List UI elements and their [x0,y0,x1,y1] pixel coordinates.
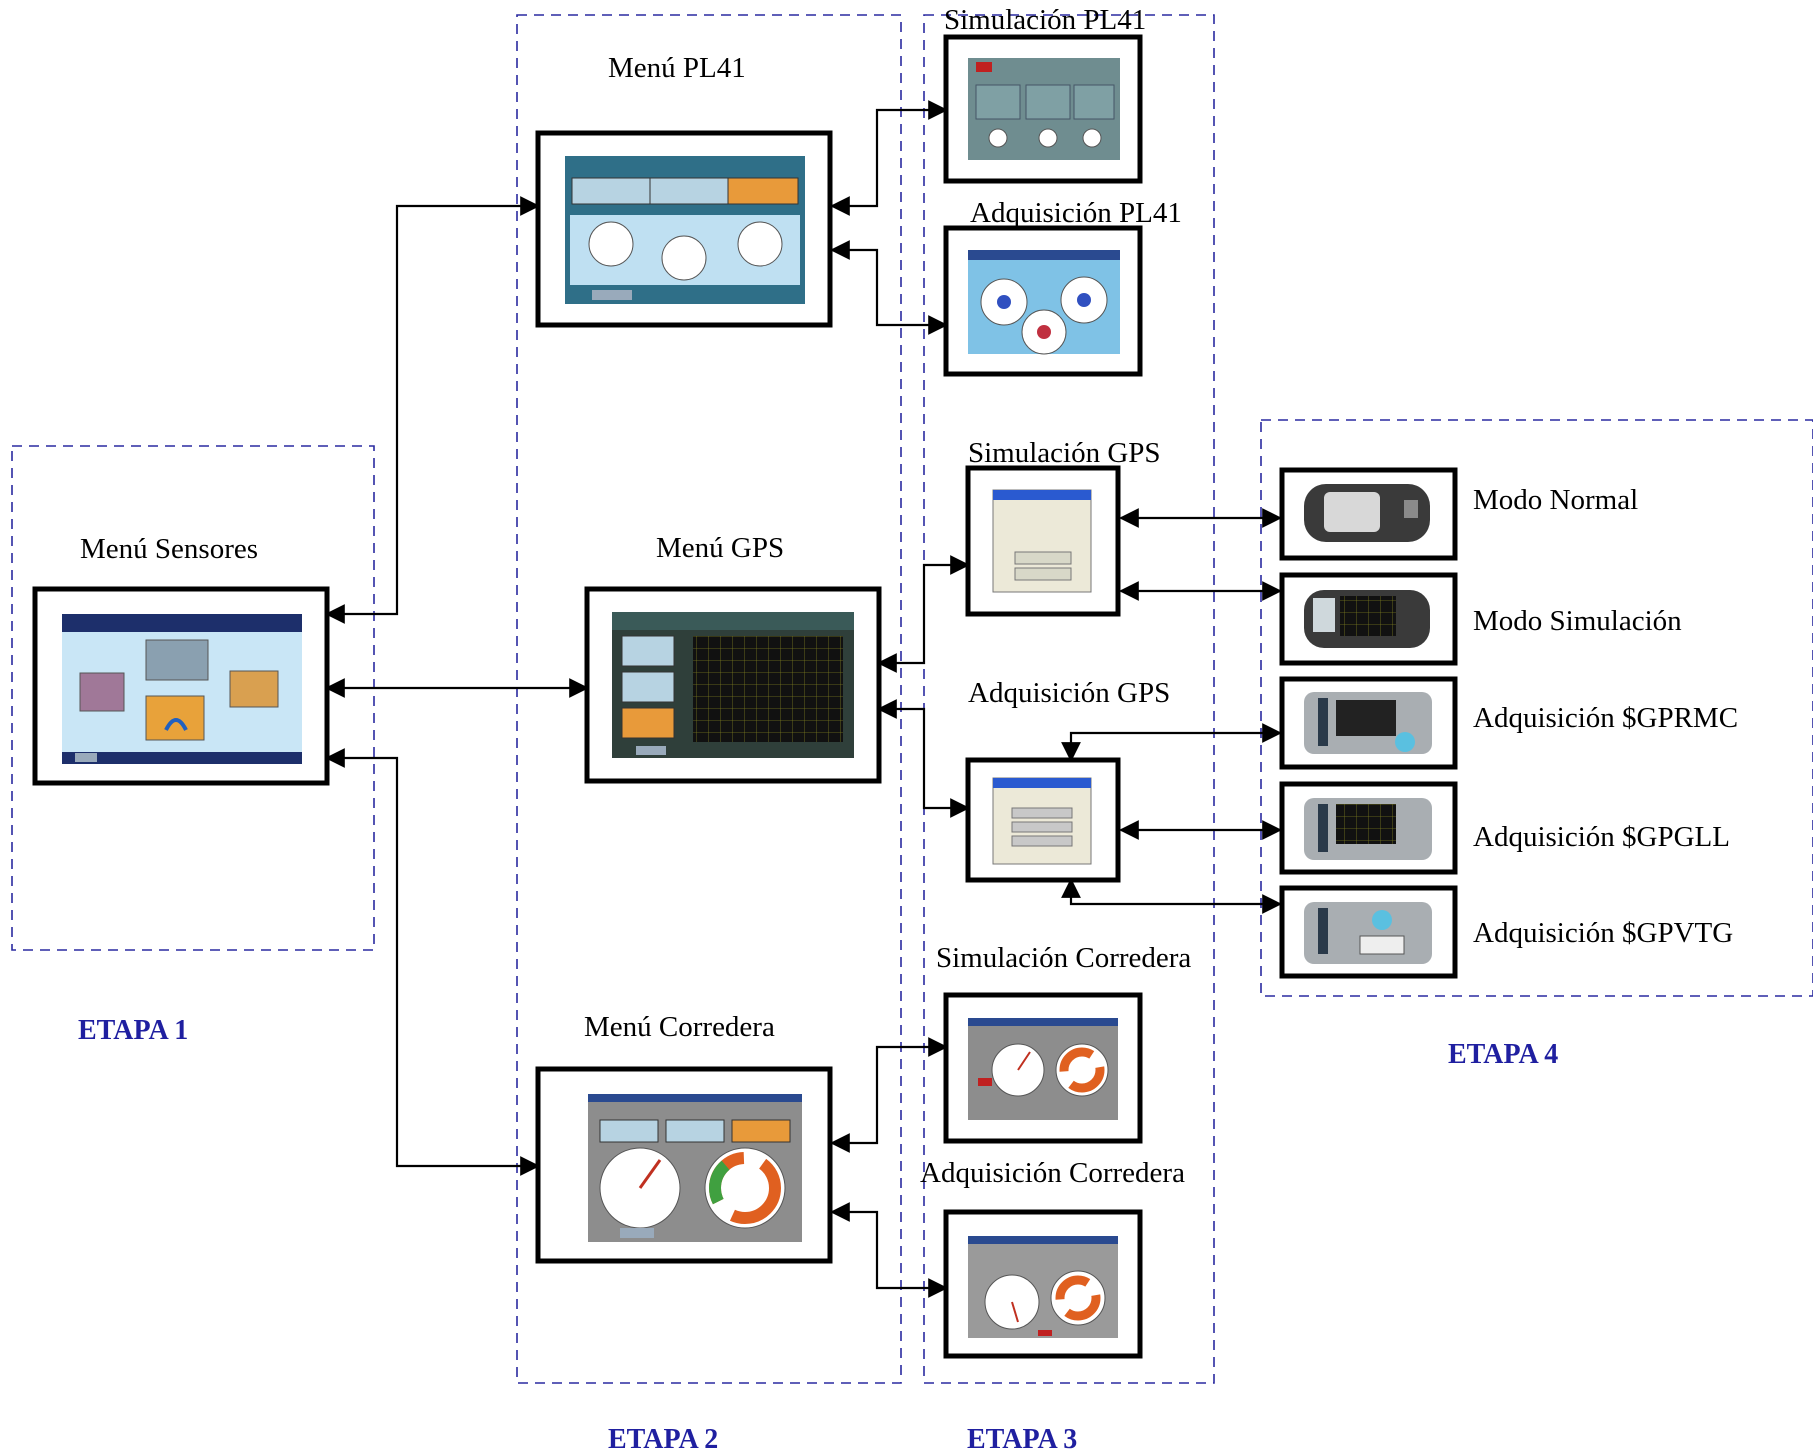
connector-corredera-sim [830,1037,948,1153]
connector-pl41-sim [830,100,948,216]
label-adq-gprmc: Adquisición $GPRMC [1473,702,1738,734]
connector-gps-adq [877,699,970,818]
connector-adqgps-gpvtg [1061,878,1282,914]
stage3-region [923,14,1215,1384]
adq-gps-screenshot [965,757,1121,883]
adq-gprmc-screenshot [1279,676,1458,770]
label-modo-simulacion: Modo Simulación [1473,605,1682,637]
stage2-title: ETAPA 2 [608,1424,718,1452]
label-adq-corredera: Adquisición Corredera [920,1157,1185,1189]
connector-corredera-adq [830,1202,948,1298]
label-menu-sensores: Menú Sensores [80,533,258,565]
stage4-title: ETAPA 4 [1448,1039,1558,1070]
adq-gpgll-screenshot [1279,781,1458,875]
stage1-region [11,445,375,951]
adq-pl41-screenshot [943,225,1143,377]
menu-gps-screenshot [584,586,882,784]
connector-sensores-pl41 [325,196,540,624]
adq-gpvtg-screenshot [1279,885,1458,979]
sim-pl41-screenshot [943,34,1143,184]
label-menu-corredera: Menú Corredera [584,1011,775,1043]
adq-corredera-screenshot [943,1209,1143,1359]
connector-gps-sim [877,555,970,673]
connector-pl41-adq [830,240,948,335]
label-adq-pl41: Adquisición PL41 [970,197,1182,229]
menu-corredera-screenshot [535,1066,833,1264]
label-adq-gps: Adquisición GPS [968,677,1170,709]
label-adq-gpgll: Adquisición $GPGLL [1473,821,1730,853]
stage4-region [1260,419,1813,997]
connector-sensores-corredera [325,748,540,1176]
stage1-title: ETAPA 1 [78,1015,188,1046]
label-menu-gps: Menú GPS [656,532,784,564]
label-sim-gps: Simulación GPS [968,437,1161,469]
label-adq-gpvtg: Adquisición $GPVTG [1473,917,1733,949]
connector-adqgps-gprmc [1061,723,1282,762]
modo-normal-screenshot [1279,467,1458,561]
label-modo-normal: Modo Normal [1473,484,1638,516]
sim-gps-screenshot [965,465,1121,617]
stage3-title: ETAPA 3 [967,1424,1077,1452]
modo-simulacion-screenshot [1279,572,1458,666]
menu-sensores-screenshot [32,586,330,786]
connectors [325,100,1282,1298]
label-sim-pl41: Simulación PL41 [944,4,1146,36]
menu-pl41-screenshot [535,130,833,328]
label-menu-pl41: Menú PL41 [608,52,746,84]
sim-corredera-screenshot [943,992,1143,1144]
stage2-region [516,14,902,1384]
label-sim-corredera: Simulación Corredera [936,942,1191,974]
